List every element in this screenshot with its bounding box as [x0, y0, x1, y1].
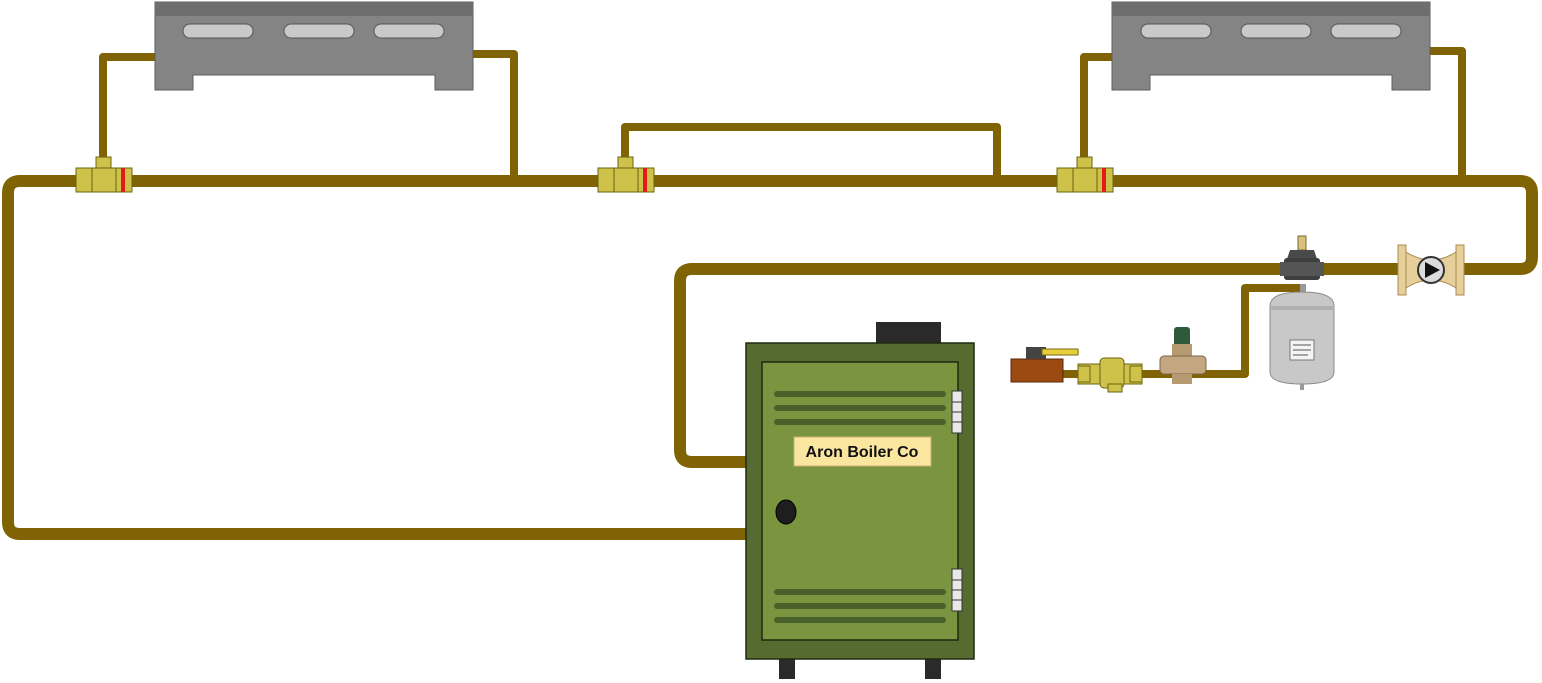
- main-loop-piping: [2, 175, 1538, 540]
- pressure-reducing-valve: [1159, 327, 1207, 384]
- bypass-loop-pipe: [621, 123, 1001, 181]
- radiator-right: [1111, 1, 1431, 91]
- backflow-preventer: [1077, 357, 1143, 393]
- boiler-leg: [925, 659, 941, 679]
- flow-arrow-icon: [1425, 262, 1440, 278]
- boiler-bottom-vents: [774, 589, 946, 623]
- circulator-pump: [1397, 244, 1465, 296]
- radiator-slot: [1330, 23, 1402, 39]
- radiator-right-supply-pipe: [1080, 53, 1115, 160]
- door-knob: [775, 499, 797, 525]
- radiator-slot: [1240, 23, 1312, 39]
- radiator-slot: [1140, 23, 1212, 39]
- air-separator: [1280, 235, 1324, 280]
- boiler-hinge-top: [951, 390, 963, 434]
- valve-handle: [1041, 348, 1079, 356]
- valve-marker: [643, 168, 647, 192]
- valve-marker: [121, 168, 125, 192]
- branch-piping: [99, 47, 1466, 378]
- radiator-slot: [373, 23, 445, 39]
- boiler-flue: [876, 322, 941, 343]
- radiator-left: [154, 1, 474, 91]
- boiler-hinge-bottom: [951, 568, 963, 612]
- boiler-leg: [779, 659, 795, 679]
- radiator-right-return-pipe: [1428, 47, 1466, 181]
- radiator-slot: [182, 23, 254, 39]
- radiator-slot: [283, 23, 355, 39]
- boiler: Aron Boiler Co: [745, 322, 975, 679]
- supply-main-pipe: [2, 175, 1538, 540]
- monoflo-tee-3: [1056, 156, 1114, 193]
- monoflo-tee-1: [75, 156, 133, 193]
- monoflo-tee-2: [597, 156, 655, 193]
- boiler-label-plate: [793, 436, 932, 467]
- expansion-tank: [1269, 284, 1335, 390]
- radiator-left-return-pipe: [470, 50, 518, 181]
- boiler-label: Aron Boiler Co: [806, 444, 919, 461]
- boiler-door: [761, 361, 959, 641]
- fill-line-pipe: [1062, 284, 1303, 378]
- boiler-top-vents: [774, 391, 946, 425]
- radiator-left-supply-pipe: [99, 53, 158, 160]
- ball-valve: [1010, 347, 1079, 383]
- valve-marker: [1102, 168, 1106, 192]
